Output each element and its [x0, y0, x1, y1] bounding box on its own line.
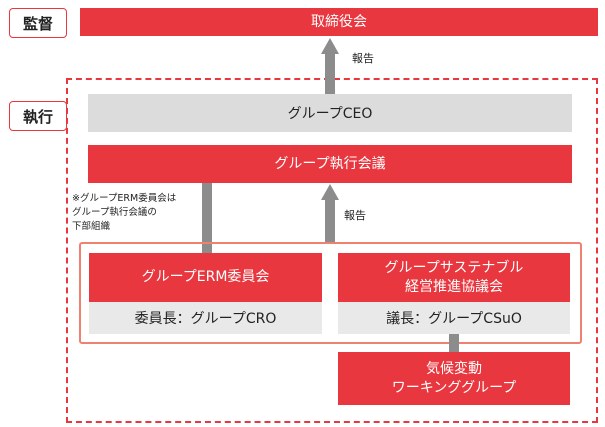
board-box: 取締役会 [80, 8, 598, 36]
erm-committee-box: グループERM委員会 [89, 253, 322, 302]
sustainability-chair-box: 議長：グループCSuO [338, 302, 570, 334]
climate-connector-line [449, 334, 459, 352]
group-ceo-box: グループCEO [88, 94, 572, 132]
arrow-up-icon [321, 184, 339, 200]
arrow-shaft-to-exec [325, 198, 335, 242]
supervision-label: 監督 [9, 8, 67, 38]
exec-council-box: グループ執行会議 [88, 145, 572, 183]
report-label-board: 報告 [352, 52, 374, 65]
arrow-shaft-ceo-to-board [325, 52, 335, 94]
erm-connector-line [202, 183, 212, 254]
execution-label: 執行 [9, 101, 67, 131]
subcommittee-frame [79, 242, 582, 344]
erm-chair-box: 委員長：グループCRO [89, 302, 322, 334]
erm-note: ※グループERM委員会は グループ執行会議の 下部組織 [72, 193, 177, 232]
sustainability-council-box: グループサステナブル 経営推進協議会 [338, 253, 570, 302]
climate-wg-box: 気候変動 ワーキンググループ [338, 352, 570, 405]
arrow-up-icon [321, 38, 339, 54]
report-label-exec: 報告 [344, 209, 366, 222]
